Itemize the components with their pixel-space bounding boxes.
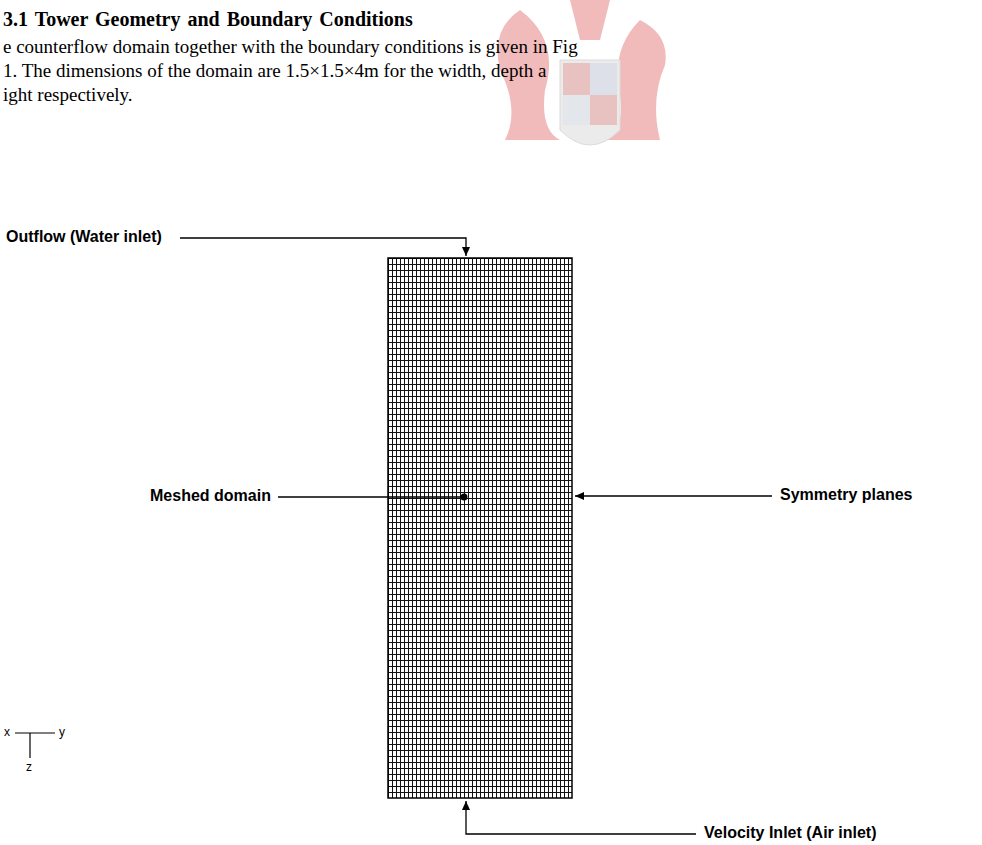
- axis-label: x: [4, 725, 10, 739]
- body-text: 1. The dimensions of the domain are 1.5×…: [3, 60, 546, 82]
- axis-line: [15, 732, 55, 733]
- leader-dot: [461, 494, 468, 501]
- leader-line: [278, 496, 462, 497]
- callout-label: Meshed domain: [150, 487, 271, 505]
- body-text: e counterflow domain together with the b…: [3, 36, 578, 58]
- callout-label: Velocity Inlet (Air inlet): [704, 824, 876, 842]
- axis-label: z: [26, 760, 32, 774]
- meshed-domain: [388, 258, 572, 798]
- axis-line: [29, 733, 30, 758]
- callout-label: Symmetry planes: [780, 486, 913, 504]
- body-text: ight respectively.: [3, 84, 133, 106]
- axis-label: y: [59, 725, 65, 739]
- section-heading: 3.1 Tower Geometry and Boundary Conditio…: [3, 8, 413, 31]
- leader-line: [180, 238, 466, 256]
- callout-label: Outflow (Water inlet): [6, 228, 162, 246]
- leader-line: [575, 495, 772, 496]
- leader-line: [466, 801, 696, 834]
